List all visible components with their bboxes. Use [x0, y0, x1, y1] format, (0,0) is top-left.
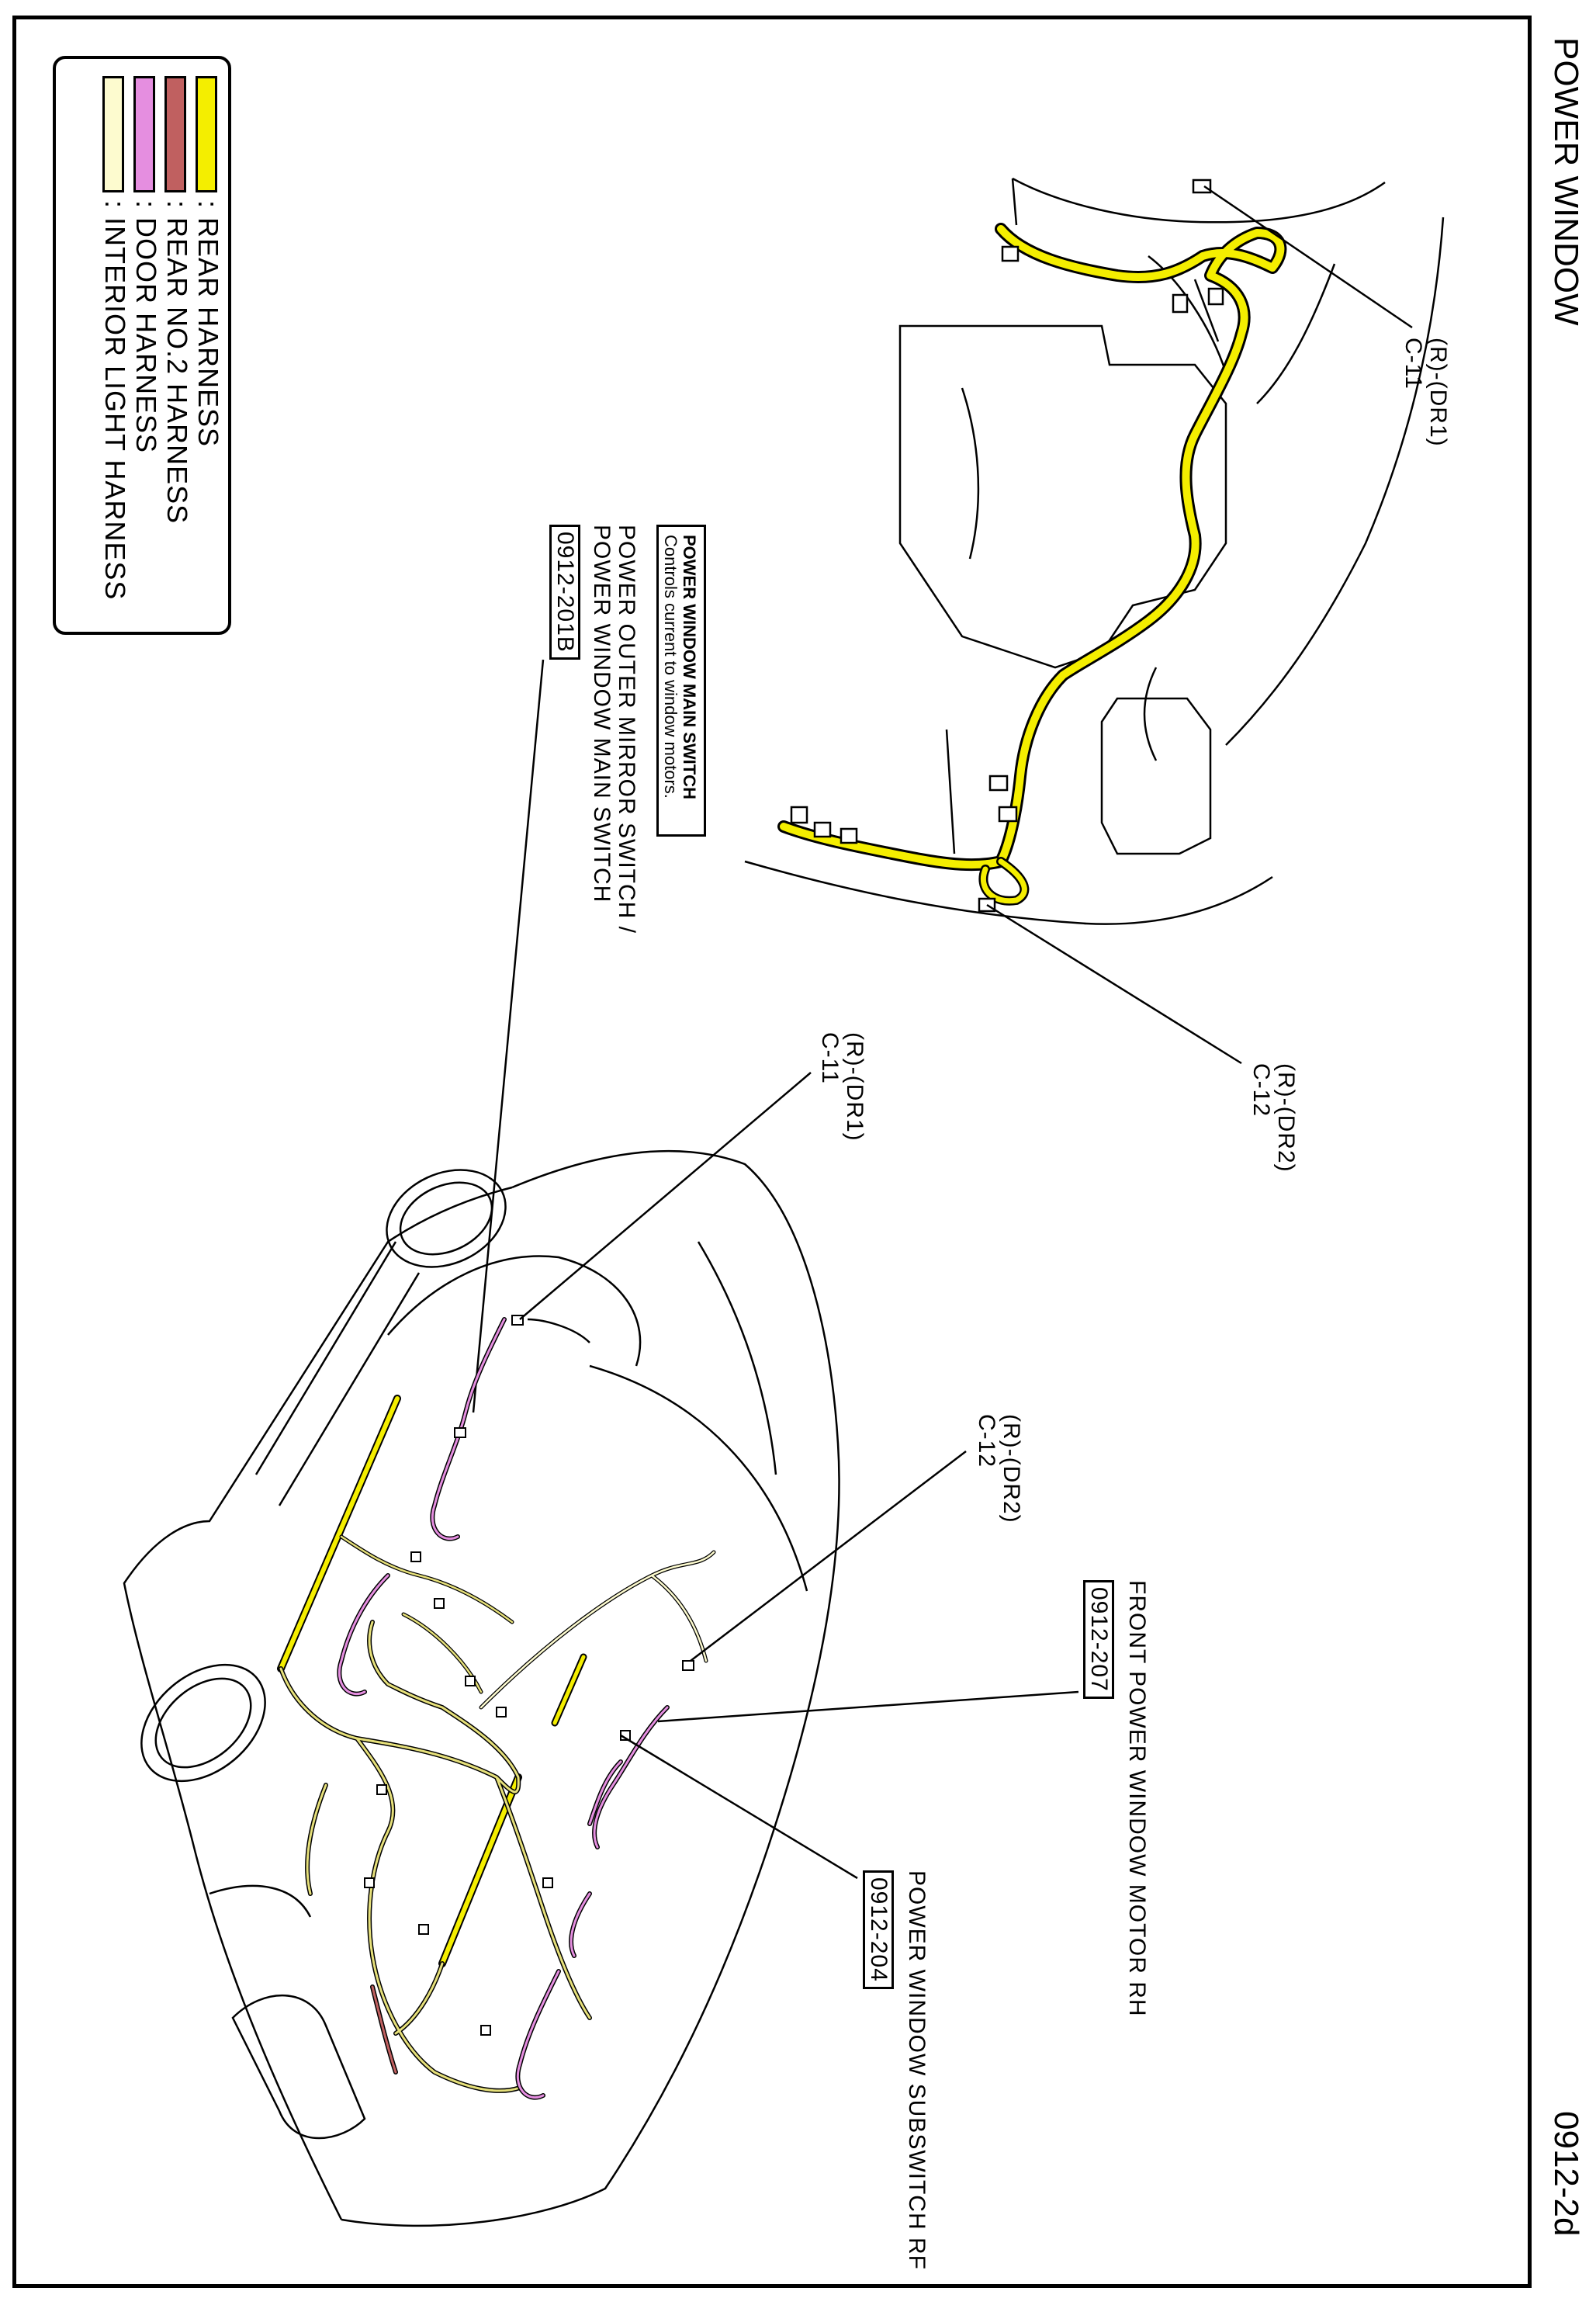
legend-label-door-harness: : DOOR HARNESS: [130, 200, 162, 454]
legend-swatch-rear-harness: [196, 76, 217, 192]
main-switch-code: 0912-201B: [549, 525, 580, 660]
main-switch-note-box: POWER WINDOW MAIN SWITCH Controls curren…: [656, 525, 706, 837]
vehicle-connector-dr1-line2: C-11: [817, 1032, 843, 1084]
sheet-number: 0912-2d: [1547, 2111, 1585, 2237]
subswitch-rf-code: 0912-204: [863, 1870, 894, 1989]
vehicle-rear-no2-harness: [370, 1984, 398, 2074]
vehicle-connector-dr1-line1: (R)-(DR1): [842, 1032, 867, 1142]
legend-swatch-door-harness: [133, 76, 155, 192]
legend-label-rear-harness: : REAR HARNESS: [192, 200, 224, 448]
detail-leader-lines: [986, 185, 1413, 1065]
legend-label-rear-no2-harness: : REAR NO.2 HARNESS: [161, 200, 193, 525]
detail-connector-dr1-line2: C-11: [1400, 338, 1426, 390]
detail-rear-harness: [777, 223, 1287, 906]
vehicle-connector-dr2-line1: (R)-(DR2): [999, 1414, 1024, 1523]
detail-door-outline: [744, 177, 1445, 925]
main-switch-leader: [472, 659, 545, 1413]
detail-connector-dr1-line1: (R)-(DR1): [1425, 338, 1451, 447]
vehicle-connectors: [364, 1315, 694, 2036]
legend-swatch-rear-no2-harness: [164, 76, 186, 192]
main-switch-note-title: POWER WINDOW MAIN SWITCH: [680, 535, 699, 799]
subswitch-rf-label: POWER WINDOW SUBSWITCH RF: [904, 1870, 930, 2270]
motor-rh-code: 0912-207: [1083, 1580, 1114, 1699]
page-frame: [12, 16, 1532, 2288]
vehicle-connector-dr2-line2: C-12: [974, 1414, 999, 1468]
vehicle-leader-lines: [519, 1072, 1079, 1880]
harness-legend: : REAR HARNESS : REAR NO.2 HARNESS : DOO…: [53, 56, 231, 635]
vehicle-door-harness: [337, 1317, 670, 2100]
vehicle-interior-light-harness: [479, 1550, 716, 1710]
page-title: POWER WINDOW: [1547, 37, 1585, 326]
legend-swatch-interior-light-harness: [102, 76, 124, 192]
vehicle-rear-harness: [277, 1395, 592, 2093]
main-switch-label-line2: POWER WINDOW MAIN SWITCH: [589, 525, 615, 903]
main-switch-label-line1: POWER OUTER MIRROR SWITCH /: [614, 525, 639, 934]
detail-connector-dr2-line1: (R)-(DR2): [1273, 1063, 1299, 1173]
detail-connector-dr2-line2: C-12: [1248, 1063, 1274, 1118]
legend-label-interior-light-harness: : INTERIOR LIGHT HARNESS: [99, 200, 131, 601]
vehicle-outline: [123, 1149, 840, 2227]
detail-connectors: [790, 179, 1224, 913]
motor-rh-label: FRONT POWER WINDOW MOTOR RH: [1124, 1580, 1150, 2017]
main-switch-note-text: Controls current to window motors.: [661, 535, 680, 799]
